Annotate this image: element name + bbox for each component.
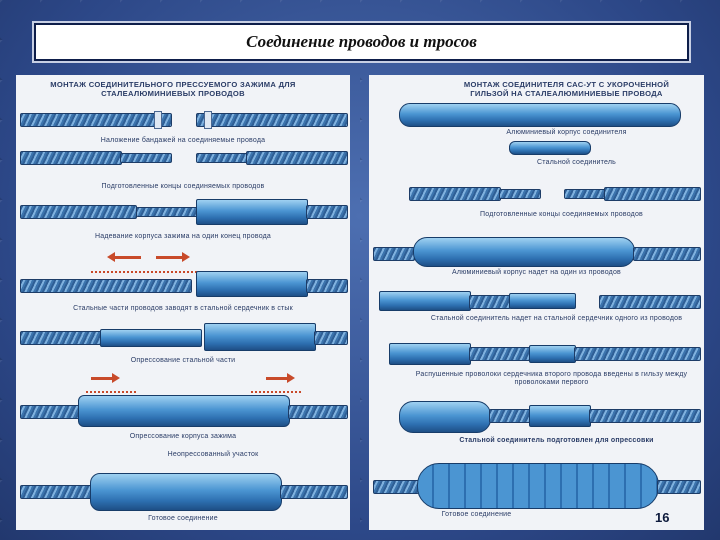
steel-connector xyxy=(529,405,591,427)
left-caption-4: Стальные части проводов заводят в стальн… xyxy=(73,305,293,312)
wire-right xyxy=(280,485,348,499)
pressed-clamp-body xyxy=(78,395,290,427)
steel-core xyxy=(136,207,198,217)
right-caption-4: Алюминиевый корпус надет на один из пров… xyxy=(452,269,621,276)
arrow-right xyxy=(266,373,295,383)
wire xyxy=(469,347,531,361)
right-panel-header: МОНТАЖ СОЕДИНИТЕЛЯ САС-УТ С УКОРОЧЕННОЙ … xyxy=(463,80,670,98)
left-caption-1: Наложение бандажей на соединяемые провод… xyxy=(100,137,266,144)
wire-left xyxy=(373,480,419,494)
wire xyxy=(469,295,511,309)
wire-right xyxy=(604,187,701,201)
finished-joint xyxy=(417,463,659,509)
clamp-body xyxy=(196,271,308,297)
left-caption-3: Надевание корпуса зажима на один конец п… xyxy=(94,233,272,240)
wire-left xyxy=(20,113,172,127)
steel-connector xyxy=(509,141,591,155)
arrow-left xyxy=(107,252,141,262)
right-diagram-panel: МОНТАЖ СОЕДИНИТЕЛЯ САС-УТ С УКОРОЧЕННОЙ … xyxy=(369,75,704,530)
aluminium-body xyxy=(413,237,635,267)
wire-left xyxy=(20,485,92,499)
wire-right xyxy=(589,409,701,423)
clamp-body xyxy=(204,323,316,351)
right-caption-2: Стальной соединитель xyxy=(537,159,616,166)
steel-connector xyxy=(509,293,576,309)
steel-core xyxy=(120,153,172,163)
left-caption-8: Готовое соединение xyxy=(148,515,218,522)
spread-strands xyxy=(91,265,201,273)
aluminium-body xyxy=(389,343,471,365)
binding-band xyxy=(154,111,162,129)
finished-joint xyxy=(90,473,282,511)
page-number: 16 xyxy=(655,510,670,525)
spread-strands xyxy=(86,385,136,393)
right-caption-8: Готовое соединение xyxy=(441,511,512,518)
wire-right xyxy=(633,247,701,261)
wire-right xyxy=(306,279,348,293)
wire-right xyxy=(314,331,348,345)
wire-left xyxy=(409,187,501,201)
right-caption-6: Распушенные проволоки сердечника второго… xyxy=(415,371,688,386)
wire-right xyxy=(657,480,701,494)
wire-left xyxy=(373,247,415,261)
wire-left xyxy=(20,151,122,165)
wire-left xyxy=(20,279,192,293)
wire-right xyxy=(574,347,701,361)
steel-core xyxy=(499,189,541,199)
left-caption-2: Подготовленные концы соединяемых проводо… xyxy=(101,183,265,190)
wire-right xyxy=(288,405,348,419)
aluminium-body xyxy=(399,401,491,433)
right-caption-5: Стальной соединитель надет на стальной с… xyxy=(430,315,683,322)
wire-left xyxy=(20,205,137,219)
steel-core xyxy=(564,189,606,199)
arrow-right xyxy=(91,373,120,383)
binding-band xyxy=(204,111,212,129)
aluminium-body xyxy=(379,291,471,311)
left-diagram-panel: МОНТАЖ СОЕДИНИТЕЛЬНОГО ПРЕССУЕМОГО ЗАЖИМ… xyxy=(16,75,350,530)
slide-title: Соединение проводов и тросов xyxy=(246,32,477,51)
right-caption-3: Подготовленные концы соединяемых проводо… xyxy=(480,211,643,218)
left-caption-5: Опрессование стальной части xyxy=(130,357,236,364)
wire-left xyxy=(20,405,82,419)
wire-right xyxy=(246,151,348,165)
right-caption-1: Алюминиевый корпус соединителя xyxy=(506,129,627,136)
steel-core-pressed xyxy=(100,329,202,347)
steel-core xyxy=(196,153,248,163)
wire-left xyxy=(20,331,102,345)
steel-connector xyxy=(529,345,576,363)
wire-right xyxy=(599,295,701,309)
right-caption-7: Стальной соединитель подготовлен для опр… xyxy=(459,437,654,444)
wire xyxy=(489,409,531,423)
title-box: Соединение проводов и тросов xyxy=(34,23,689,61)
aluminium-body xyxy=(399,103,681,127)
arrow-right xyxy=(156,252,190,262)
spread-strands xyxy=(251,385,301,393)
clamp-body xyxy=(196,199,308,225)
left-caption-7: Неопрессованный участок xyxy=(167,451,259,458)
wire-right xyxy=(196,113,348,127)
left-panel-header: МОНТАЖ СОЕДИНИТЕЛЬНОГО ПРЕССУЕМОГО ЗАЖИМ… xyxy=(50,80,296,98)
left-caption-6: Опрессование корпуса зажима xyxy=(129,433,237,440)
wire-right xyxy=(306,205,348,219)
